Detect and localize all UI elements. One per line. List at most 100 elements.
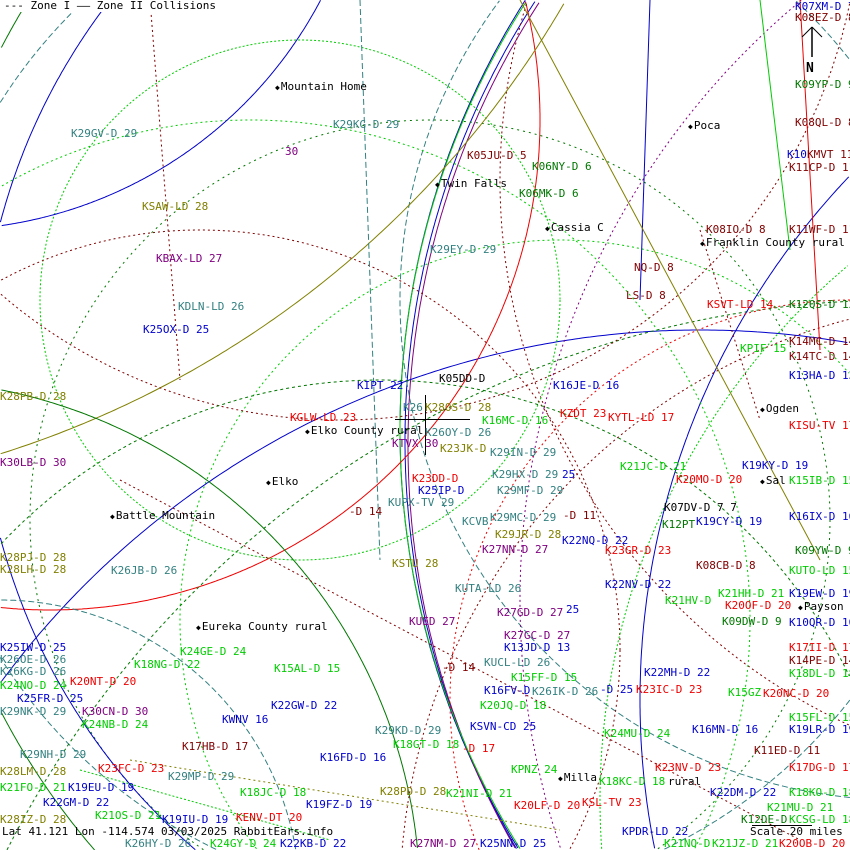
station-label-k21ni-d-21[interactable]: K21NI-D 21 <box>446 787 513 800</box>
station-label-k24gy-d-24[interactable]: K24GY-D 24 <box>210 837 277 850</box>
station-label-k24ge-d-24[interactable]: K24GE-D 24 <box>180 645 247 658</box>
station-label-k26[interactable]: K26 <box>403 401 423 414</box>
station-label-k20ob-d-20[interactable]: K20OB-D 20 <box>779 837 846 850</box>
station-label-k25ox-d-25[interactable]: K25OX-D 25 <box>143 323 210 336</box>
station-label-nq-d-8[interactable]: NQ-D 8 <box>634 261 674 274</box>
station-label-k16je-d-16[interactable]: K16JE-D 16 <box>553 379 620 392</box>
station-label-k19fz-d-19[interactable]: K19FZ-D 19 <box>306 798 373 811</box>
station-label-ksvn-cd-25[interactable]: KSVN-CD 25 <box>470 720 537 733</box>
station-label-k14mc-d-14[interactable]: K14MC-D 14 <box>789 335 850 348</box>
station-label-k25nn-d-25[interactable]: K25NN-D 25 <box>480 837 547 850</box>
station-label-kzdt-23[interactable]: KZDT 23 <box>560 407 607 420</box>
station-label-k05ju-d-5[interactable]: K05JU-D 5 <box>467 149 527 162</box>
station-label-k11ed-d-11[interactable]: K11ED-D 11 <box>754 744 821 757</box>
station-label-k07dv-d-7-7[interactable]: K07DV-D 7 7 <box>664 501 737 514</box>
station-label-k27nm-d-27[interactable]: K27NM-D 27 <box>410 837 477 850</box>
station-label-kuto-ld-15[interactable]: KUTO-LD 15 <box>789 564 850 577</box>
station-label-k17dg-d-17[interactable]: K17DG-D 17 <box>789 761 850 774</box>
station-label-kpif-15[interactable]: KPIF 15 <box>740 342 787 355</box>
station-label-k23fc-d-23[interactable]: K23FC-D 23 <box>98 762 165 775</box>
station-label-k17ii-d-17[interactable]: K17II-D 17 <box>789 641 850 654</box>
station-label-k08ez-d-8[interactable]: K08EZ-D 8 <box>795 11 850 24</box>
station-label-k20nc-d-20[interactable]: K20NC-D 20 <box>763 687 830 700</box>
station-label-k22dm-d-22[interactable]: K22DM-D 22 <box>710 786 777 799</box>
station-label-k21os-d-21[interactable]: K21OS-D 21 <box>95 809 162 822</box>
station-label-ksl-tv-23[interactable]: KSL-TV 23 <box>582 796 642 809</box>
station-label-ls-d-8[interactable]: LS-D 8 <box>626 289 666 302</box>
station-label-k29ey-d-29[interactable]: K29EY-D 29 <box>430 243 497 256</box>
station-label-k18gt-d-18[interactable]: K18GT-D 18 <box>393 738 460 751</box>
station-label-k12de-d[interactable]: K12DE-D <box>741 813 788 826</box>
station-label-d-14[interactable]: -D 14 <box>349 505 383 518</box>
station-label-kcvb[interactable]: KCVB <box>462 515 489 528</box>
station-label-k21no-d[interactable]: K21NO-D <box>664 837 711 850</box>
station-label-k28lh-d-28[interactable]: K28LH-D 28 <box>0 563 67 576</box>
station-label-k10[interactable]: K10 <box>787 148 807 161</box>
station-label-k13jd-d-13[interactable]: K13JD-D 13 <box>504 641 571 654</box>
station-label-k29hx-d-29[interactable]: K29HX-D 29 <box>492 468 559 481</box>
station-label-k06ny-d-6[interactable]: K06NY-D 6 <box>532 160 592 173</box>
station-label-k09yp-d-9[interactable]: K09YP-D 9 <box>795 78 850 91</box>
station-label-k19ew-d-19[interactable]: K19EW-D 19 <box>789 587 850 600</box>
station-label-k26kg-d-26[interactable]: K26KG-D 26 <box>0 665 67 678</box>
station-label-k16fd-d-16[interactable]: K16FD-D 16 <box>320 751 387 764</box>
station-label-k14tc-d-14[interactable]: K14TC-D 14 <box>789 350 850 363</box>
station-label-k18dl-d-18[interactable]: K18DL-D 18 <box>789 667 850 680</box>
station-label-k29in-d-29[interactable]: K29IN-D 29 <box>490 446 557 459</box>
station-label-k29nh-d-29[interactable]: K29NH-D 29 <box>20 748 87 761</box>
station-label-kupx-tv-29[interactable]: KUPX-TV 29 <box>388 496 455 509</box>
station-label-kpdr-ld-22[interactable]: KPDR-LD 22 <box>622 825 689 838</box>
station-label-k27gc-d-27[interactable]: K27GC-D 27 <box>504 629 571 642</box>
station-label-k16mc-d-16[interactable]: K16MC-D 16 <box>482 414 549 427</box>
station-label-ksvt-ld-14[interactable]: KSVT-LD 14 <box>707 298 774 311</box>
station-label-k27gd-d-27[interactable]: K27GD-D 27 <box>497 606 564 619</box>
station-label-k24nb-d-24[interactable]: K24NB-D 24 <box>82 718 149 731</box>
station-label-k29gv-d-29[interactable]: K29GV-D 29 <box>71 127 138 140</box>
station-label-30[interactable]: 30 <box>285 145 299 158</box>
station-label-k22kb-d-22[interactable]: K22KB-D 22 <box>280 837 347 850</box>
station-label-k28pj-d-28[interactable]: K28PJ-D 28 <box>0 551 67 564</box>
station-label-k26ik-d-26[interactable]: K26IK-D 26 <box>532 685 599 698</box>
station-label-k30cn-d-30[interactable]: K30CN-D 30 <box>82 705 149 718</box>
station-label-k28pd-d-28[interactable]: K28PD-D 28 <box>380 785 447 798</box>
station-label-k09yw-d-9[interactable]: K09YW-D 9 <box>795 544 850 557</box>
station-label-kucl-ld-26[interactable]: KUCL-LD 26 <box>484 656 551 669</box>
station-label-k22nv-d-22[interactable]: K22NV-D 22 <box>605 578 672 591</box>
station-label-k22gm-d-22[interactable]: K22GM-D 22 <box>43 796 110 809</box>
station-label-k24mu-d-24[interactable]: K24MU-D 24 <box>604 727 671 740</box>
station-label-k19lr-d-19[interactable]: K19LR-D 19 <box>789 723 850 736</box>
station-label-k14pe-d-14[interactable]: K14PE-D 14 <box>789 654 850 667</box>
station-label-k19ky-d-19[interactable]: K19KY-D 19 <box>742 459 809 472</box>
station-label-k16fv-d[interactable]: K16FV-D <box>484 684 531 697</box>
station-label-d-25[interactable]: -D 25 <box>600 683 634 696</box>
station-label-k08cb-d-8[interactable]: K08CB-D 8 <box>696 559 756 572</box>
station-label-kytl-ld-17[interactable]: KYTL-LD 17 <box>608 411 675 424</box>
station-label-kisu-tv-17[interactable]: KISU-TV 17 <box>789 419 850 432</box>
station-label-k15al-d-15[interactable]: K15AL-D 15 <box>274 662 341 675</box>
station-label-25[interactable]: 25 <box>566 603 580 616</box>
station-label-k28lm-d-28[interactable]: K28LM-D 28 <box>0 765 67 778</box>
station-label-k11wf-d-11[interactable]: K11WF-D 11 <box>789 223 850 236</box>
station-label-kenv-dt-20[interactable]: KENV-DT 20 <box>236 811 303 824</box>
station-label-k15fl-d-15[interactable]: K15FL-D 15 <box>789 711 850 724</box>
station-label-k15gz[interactable]: K15GZ <box>728 686 762 699</box>
station-label-k23ic-d-23[interactable]: K23IC-D 23 <box>636 683 703 696</box>
station-label-kpnz-24[interactable]: KPNZ 24 <box>511 763 558 776</box>
station-label-kglw-ld-23[interactable]: KGLW-LD 23 <box>290 411 357 424</box>
station-label-kbax-ld-27[interactable]: KBAX-LD 27 <box>156 252 223 265</box>
station-label-k29mp-d-29[interactable]: K29MP-D 29 <box>168 770 235 783</box>
station-label-k28os-d-28[interactable]: K28OS-D 28 <box>425 401 492 414</box>
station-label-kuta-ld-26[interactable]: KUTA-LD 26 <box>455 582 522 595</box>
station-label-k23nv-d-23[interactable]: K23NV-D 23 <box>655 761 722 774</box>
station-label-k28pb-d-28[interactable]: K28PB-D 28 <box>0 390 67 403</box>
station-label-k18ko-d-18[interactable]: K18KO-D 18 <box>789 786 850 799</box>
station-label-k26jb-d-26[interactable]: K26JB-D 26 <box>111 564 178 577</box>
station-label-k13ha-d-13[interactable]: K13HA-D 13 <box>789 369 850 382</box>
station-label-ksaw-ld-28[interactable]: KSAW-LD 28 <box>142 200 209 213</box>
station-label-k29mf-d-29[interactable]: K29MF-D 29 <box>497 484 564 497</box>
station-label-k20nt-d-20[interactable]: K20NT-D 20 <box>70 675 137 688</box>
station-label-k22gw-d-22[interactable]: K22GW-D 22 <box>271 699 338 712</box>
station-label-k21mu-d-21[interactable]: K21MU-D 21 <box>767 801 834 814</box>
station-label-k25iw-d-25[interactable]: K25IW-D 25 <box>0 641 67 654</box>
station-label-k18ng-d-22[interactable]: K18NG-D 22 <box>134 658 201 671</box>
